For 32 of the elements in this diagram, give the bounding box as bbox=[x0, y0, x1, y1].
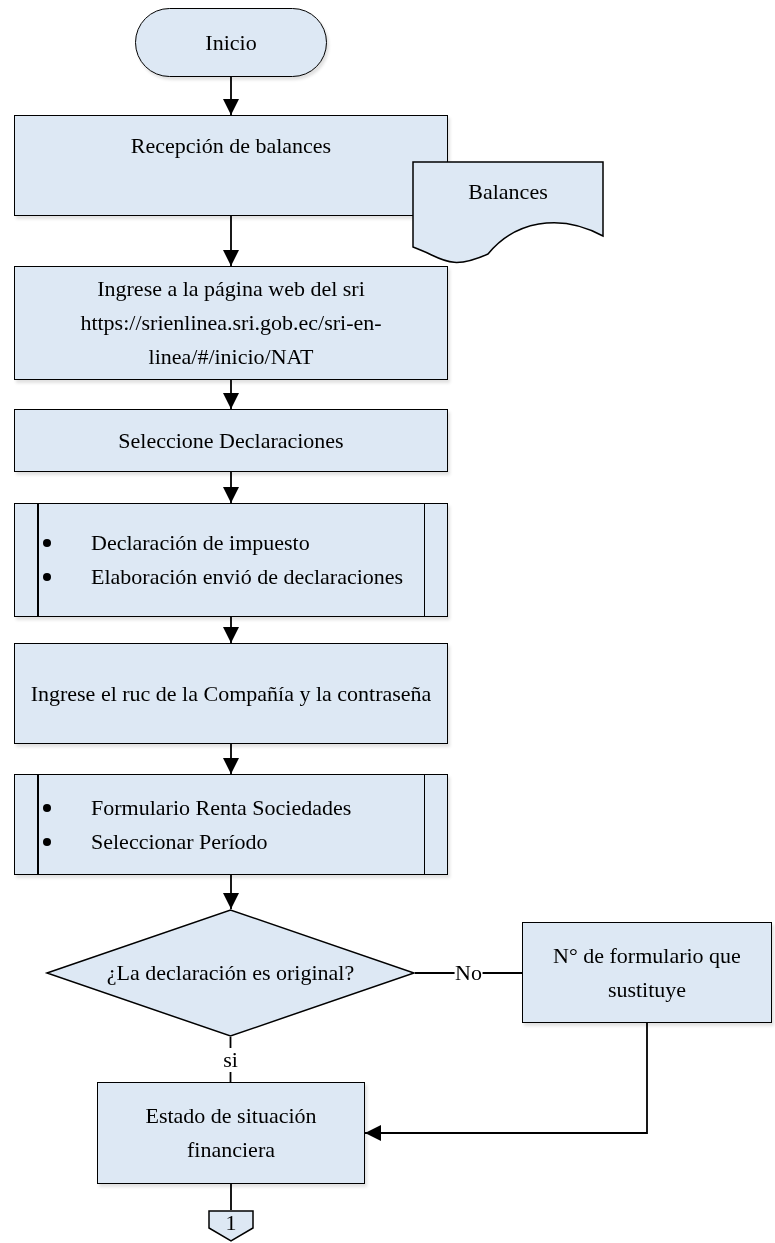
arrow bbox=[364, 1022, 648, 1141]
process-box bbox=[97, 1082, 365, 1184]
arrow bbox=[223, 76, 239, 116]
list-item: Elaboración envió de declaraciones bbox=[39, 560, 417, 594]
edge-label: si bbox=[222, 1047, 239, 1072]
node-text: ¿La declaración es original? bbox=[106, 959, 355, 987]
arrow bbox=[223, 743, 239, 775]
arrow bbox=[223, 379, 239, 410]
process-box bbox=[14, 409, 448, 472]
list-item: Formulario Renta Sociedades bbox=[39, 790, 417, 825]
node-text: Balances bbox=[468, 177, 548, 206]
arrow bbox=[223, 616, 239, 644]
list-item: Declaración de impuesto bbox=[39, 526, 417, 560]
node-text: Recepción de balances bbox=[130, 131, 332, 160]
subprocess-box bbox=[14, 503, 448, 617]
arrow bbox=[223, 471, 239, 504]
process-box bbox=[14, 266, 448, 380]
node-text: Estado de situación financiera bbox=[144, 1102, 318, 1164]
node-text: Ingrese a la página web del sri https://srienlinea.sri.gob.ec/sri-en-linea/#/inicio/NAT bbox=[79, 275, 383, 371]
node-text: Seleccione Declaraciones bbox=[118, 426, 344, 455]
list-item: Seleccionar Período bbox=[39, 824, 417, 859]
process-box bbox=[522, 922, 772, 1023]
terminal-shape bbox=[135, 8, 327, 77]
node-text: Inicio bbox=[205, 28, 257, 57]
arrow bbox=[223, 874, 239, 910]
node-text: Ingrese el ruc de la Compañía y la contraseña bbox=[30, 679, 432, 708]
node-text: 1 bbox=[225, 1209, 237, 1237]
process-box bbox=[14, 643, 448, 744]
connector-line bbox=[230, 1183, 232, 1211]
arrow bbox=[223, 215, 239, 267]
subprocess-box bbox=[14, 774, 448, 875]
node-text: N° de formulario que sustituye bbox=[552, 941, 742, 1004]
